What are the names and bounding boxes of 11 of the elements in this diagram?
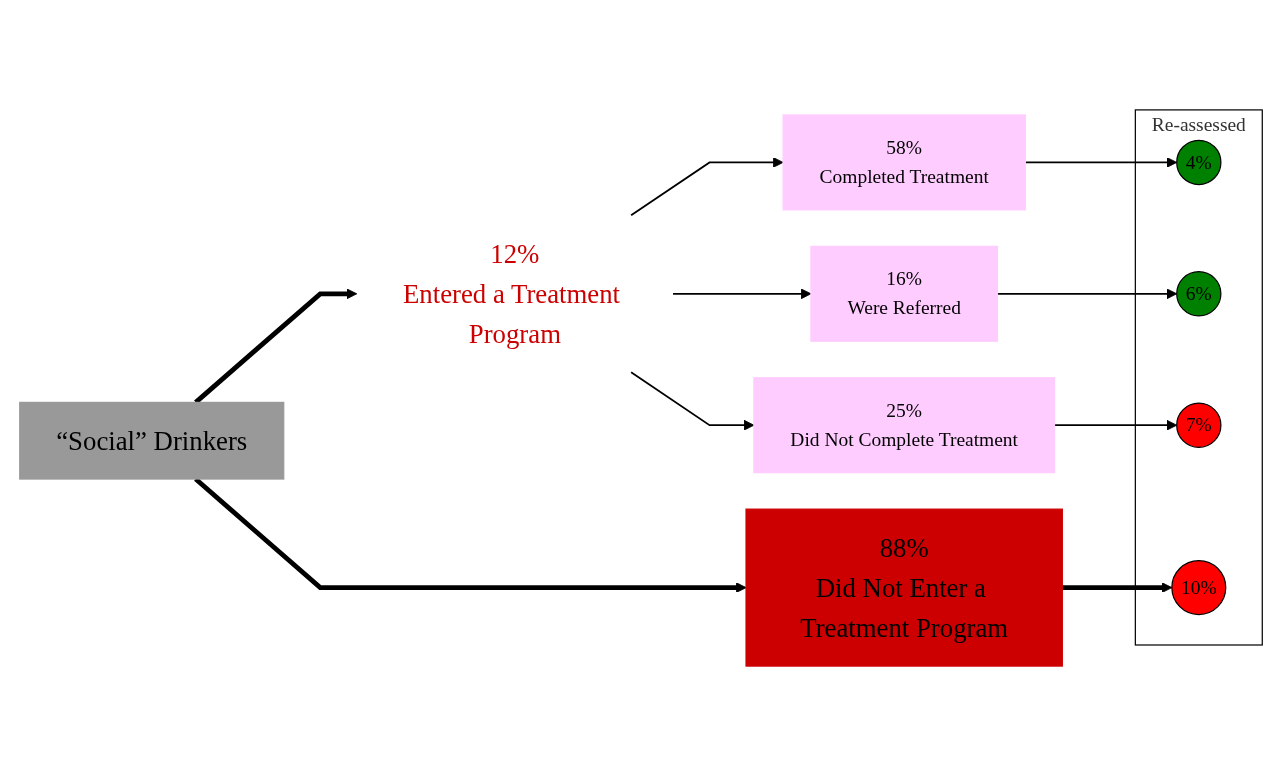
node-box: 88% Did Not Enter a Treatment Program bbox=[745, 508, 1063, 667]
node-circle: 7% bbox=[1176, 402, 1222, 448]
node-circle: 10% bbox=[1171, 560, 1227, 616]
node-box: 16% Were Referred bbox=[810, 245, 999, 342]
node-box: 58% Completed Treatment bbox=[782, 114, 1026, 211]
node-box: “Social” Drinkers bbox=[19, 401, 285, 480]
node-circle: 4% bbox=[1176, 139, 1222, 186]
node-text: 12% Entered a Treatment Program bbox=[403, 238, 621, 350]
node-circle: 6% bbox=[1176, 271, 1222, 317]
arrow bbox=[630, 157, 784, 217]
node-box: 25% Did Not Complete Treatment bbox=[753, 377, 1056, 474]
